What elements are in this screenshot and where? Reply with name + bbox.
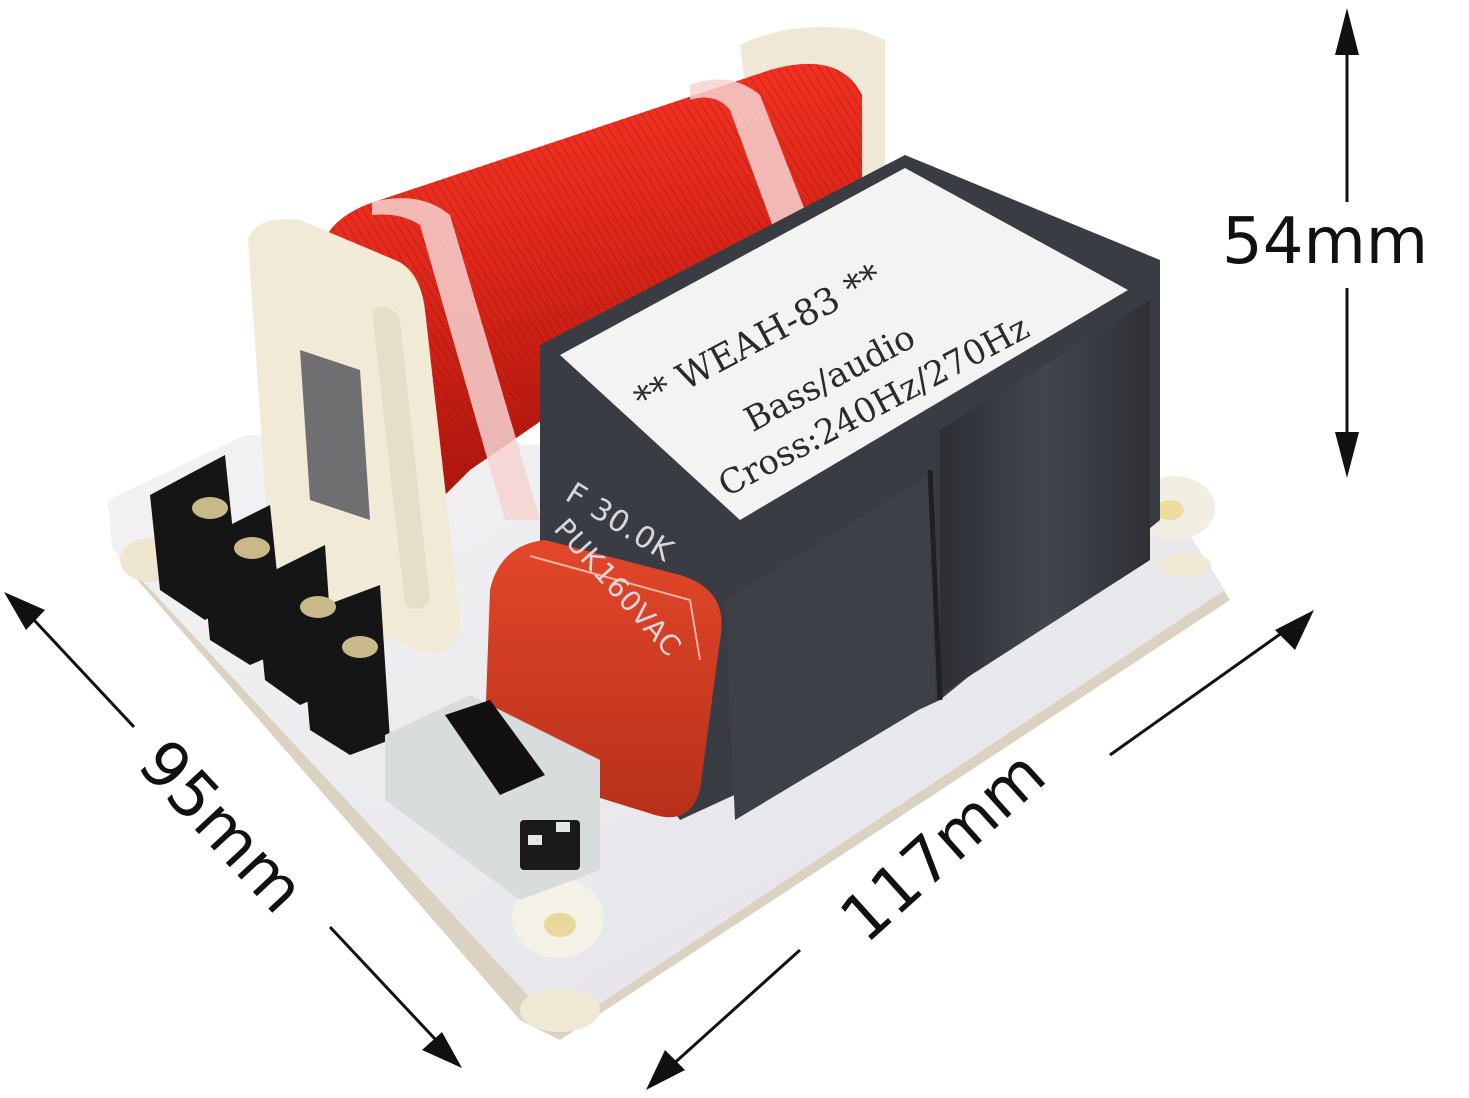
height-dimension-label: 54mm [1222, 205, 1429, 279]
depth-arrow [4, 592, 462, 1068]
slide-switch[interactable] [385, 695, 600, 900]
height-arrow [1335, 8, 1359, 478]
inductor-coil [248, 27, 885, 652]
terminal-block [150, 455, 390, 755]
dimension-arrows [4, 8, 1359, 1090]
width-arrow [646, 610, 1314, 1090]
standoff-front [512, 878, 604, 1032]
